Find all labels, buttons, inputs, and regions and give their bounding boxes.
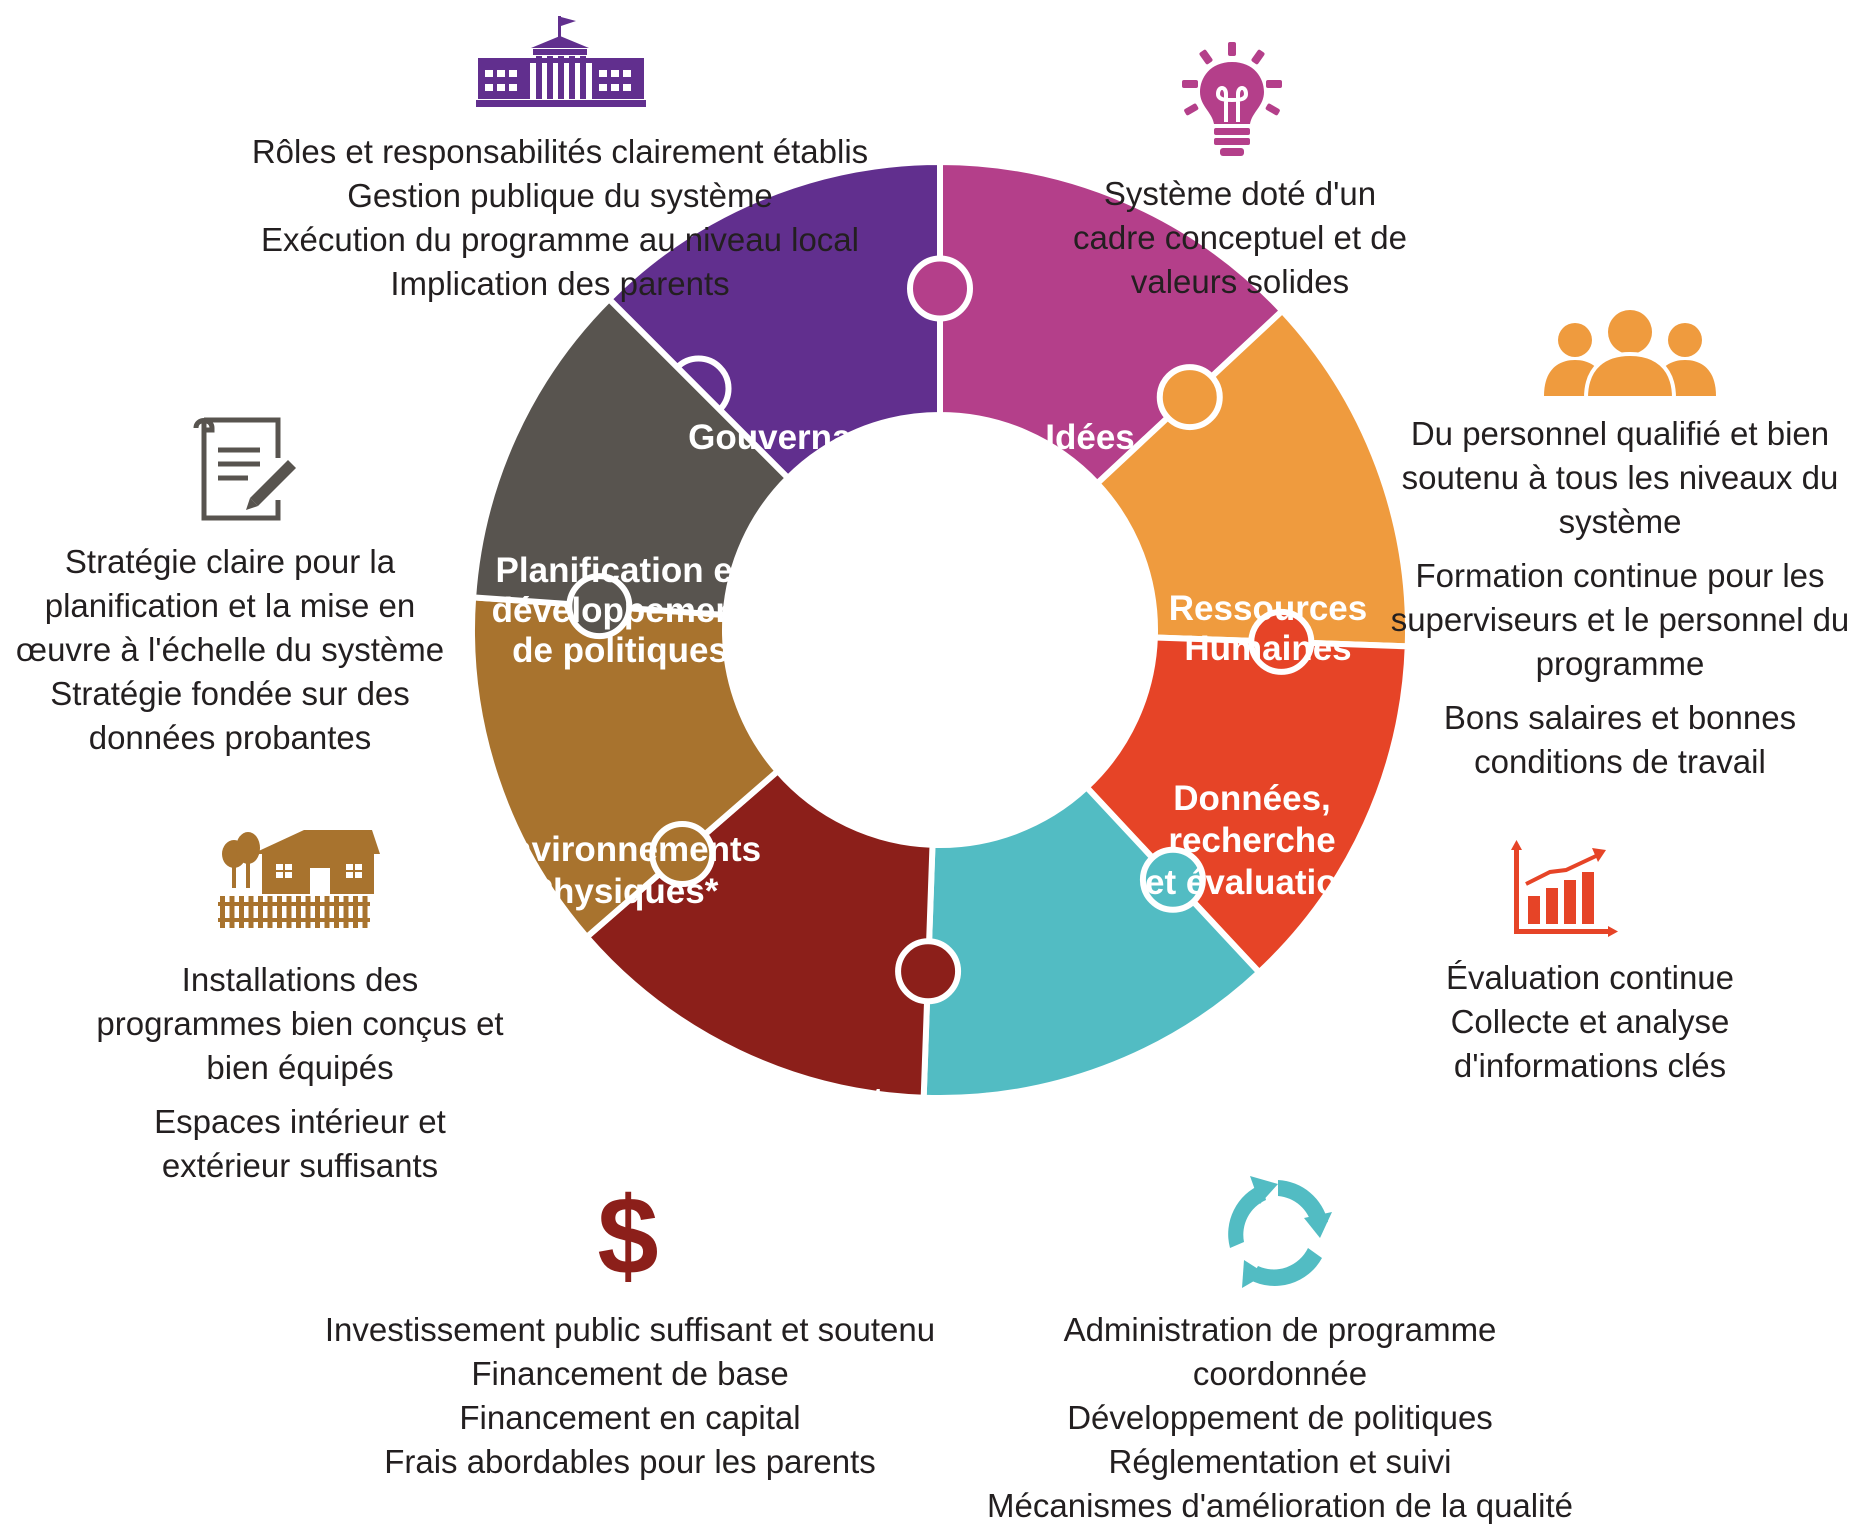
ressources-line: Du personnel qualifié et bien: [1410, 415, 1830, 452]
government-building-icon: [476, 16, 646, 107]
segment-label-donnees: recherche: [1168, 821, 1335, 860]
gouvernance-text-block: Rôles et responsabilités clairement étab…: [220, 130, 900, 306]
ressources-line: Bons salaires et bonnes: [1443, 699, 1797, 736]
planification-text-block: Stratégie claire pour la planification e…: [10, 540, 450, 760]
segment-label-planification: Planification et: [496, 551, 745, 590]
idees-line: Système doté d'un: [1103, 175, 1377, 212]
planification-line: Stratégie fondée sur des: [50, 675, 410, 712]
puzzle-knob-environnements: [649, 821, 716, 888]
planification-line: œuvre à l'échelle du système: [15, 631, 445, 668]
donnees-line: d'informations clés: [1453, 1047, 1727, 1084]
financement-text-block: Investissement public suffisant et soute…: [300, 1308, 960, 1484]
donnees-line: Évaluation continue: [1445, 959, 1735, 996]
segment-label-ressources: Ressources: [1169, 589, 1367, 628]
gouvernance-line: Gestion publique du système: [347, 177, 773, 214]
financement-line: Frais abordables pour les parents: [384, 1443, 876, 1480]
cycle-arrows-icon: [1228, 1176, 1332, 1288]
gouvernance-line: Rôles et responsabilités clairement étab…: [251, 133, 869, 170]
infrastructure-line: Réglementation et suivi: [1108, 1443, 1452, 1480]
segment-label-infrastructure: Infrastructure: [984, 1086, 1212, 1125]
segment-label-environnements: Environnements: [487, 830, 761, 869]
environnements-line: Installations des: [181, 961, 419, 998]
gouvernance-line: Implication des parents: [390, 265, 730, 302]
puzzle-knob-donnees: [1248, 608, 1315, 675]
financement-line: Financement de base: [471, 1355, 789, 1392]
environnements-line: Espaces intérieur et: [154, 1103, 446, 1140]
planification-line: planification et la mise en: [44, 587, 416, 624]
ressources-line: système: [1558, 503, 1682, 540]
infrastructure-line: Mécanismes d'amélioration de la qualité: [987, 1487, 1573, 1524]
segment-label-environnements: Physiques*: [530, 872, 719, 911]
segment-label-financement: Financement: [668, 1081, 884, 1120]
ressources-line: Formation continue pour les: [1415, 557, 1825, 594]
environnements-line: bien équipés: [206, 1049, 394, 1086]
infrastructure-line: Administration de programme: [1063, 1311, 1497, 1348]
planification-line: Stratégie claire pour la: [64, 543, 396, 580]
environnements-line: programmes bien conçus et: [96, 1005, 504, 1042]
segment-label-ressources: Humaines: [1184, 629, 1351, 668]
infrastructure-line: coordonnée: [1192, 1355, 1368, 1392]
financement-line: Financement en capital: [459, 1399, 801, 1436]
gouvernance-line: Exécution du programme au niveau local: [260, 221, 859, 258]
financement-line: Investissement public suffisant et soute…: [324, 1311, 936, 1348]
segment-label-planification: de politiques: [512, 631, 728, 670]
dollar-sign-icon: $: [597, 1182, 658, 1294]
house-icon: [218, 830, 380, 928]
puzzle-knob-financement: [895, 938, 962, 1005]
ressources-line: conditions de travail: [1474, 743, 1766, 780]
idees-text-block: Système doté d'un cadre conceptuel et de…: [1030, 172, 1450, 304]
svg-text:$: $: [597, 1182, 658, 1294]
document-pen-icon: [193, 417, 296, 521]
segment-label-donnees: Données,: [1173, 779, 1331, 818]
infrastructure-line: Développement de politiques: [1067, 1399, 1493, 1436]
segment-label-donnees: et évaluation: [1145, 863, 1359, 902]
bar-chart-icon: [1511, 840, 1618, 937]
ressources-line: superviseurs et le personnel du: [1390, 601, 1850, 638]
idees-line: valeurs solides: [1130, 263, 1350, 300]
donnees-line: Collecte et analyse: [1450, 1003, 1730, 1040]
ressources-text-block: Du personnel qualifié et bien soutenu à …: [1380, 412, 1860, 784]
segment-label-planification: développement: [492, 591, 749, 630]
puzzle-knob-ressources: [1156, 364, 1223, 431]
environnements-line: extérieur suffisants: [161, 1147, 439, 1184]
wheel-center: [725, 415, 1155, 845]
segment-label-idees: Idées: [1045, 418, 1135, 457]
environnements-text-block: Installations des programmes bien conçus…: [80, 958, 520, 1188]
lightbulb-icon: [1182, 42, 1282, 156]
people-group-icon: [1544, 310, 1716, 398]
idees-line: cadre conceptuel et de: [1073, 219, 1407, 256]
ressources-line: soutenu à tous les niveaux du: [1401, 459, 1839, 496]
planification-line: données probantes: [88, 719, 372, 756]
donnees-text-block: Évaluation continue Collecte et analyse …: [1420, 956, 1760, 1088]
puzzle-knob-planification: [566, 573, 633, 640]
puzzle-knob-infrastructure: [1139, 846, 1206, 913]
infrastructure-text-block: Administration de programme coordonnée D…: [970, 1308, 1590, 1528]
ressources-line: programme: [1535, 645, 1705, 682]
puzzle-knob-idees: [907, 255, 973, 322]
